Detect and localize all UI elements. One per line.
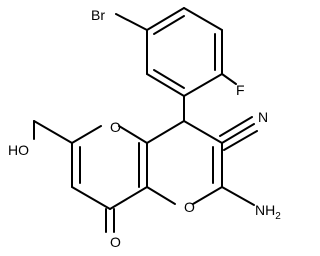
atom-label-ho: HO: [8, 142, 29, 158]
bond: [223, 130, 258, 151]
bond: [71, 125, 102, 144]
bond: [221, 123, 255, 144]
atom-label-nh2: NH2: [255, 202, 281, 222]
atom-label-ring-o: O: [184, 199, 195, 215]
bond: [183, 7, 223, 31]
bond: [221, 186, 255, 206]
atom-label-subscript: 2: [275, 211, 281, 222]
bond: [146, 7, 185, 31]
bond: [71, 186, 111, 210]
atom-label-carbonyl-o: O: [110, 234, 121, 250]
bond: [183, 73, 223, 97]
bond: [146, 73, 185, 97]
bond: [146, 120, 185, 144]
bond: [219, 116, 253, 137]
bond: [146, 186, 176, 205]
bond: [115, 13, 148, 31]
atom-label-n: N: [258, 109, 268, 125]
molecule-structure: Br F O O N HO NH2 O: [8, 7, 281, 250]
bond: [183, 120, 223, 144]
bond: [109, 186, 148, 210]
bond: [118, 125, 148, 144]
atom-label-br: Br: [91, 7, 105, 23]
pyran-ring: [146, 120, 223, 205]
bond: [153, 69, 185, 89]
atom-label-nh: NH: [255, 202, 275, 218]
pyranone-ring: [71, 125, 148, 210]
bond: [153, 15, 185, 35]
bond: [33, 120, 73, 144]
bond: [192, 186, 223, 205]
atom-label-f: F: [236, 82, 245, 98]
atom-label-ring-o: O: [110, 119, 121, 135]
aryl-ring: [146, 7, 223, 97]
bond: [221, 73, 237, 85]
